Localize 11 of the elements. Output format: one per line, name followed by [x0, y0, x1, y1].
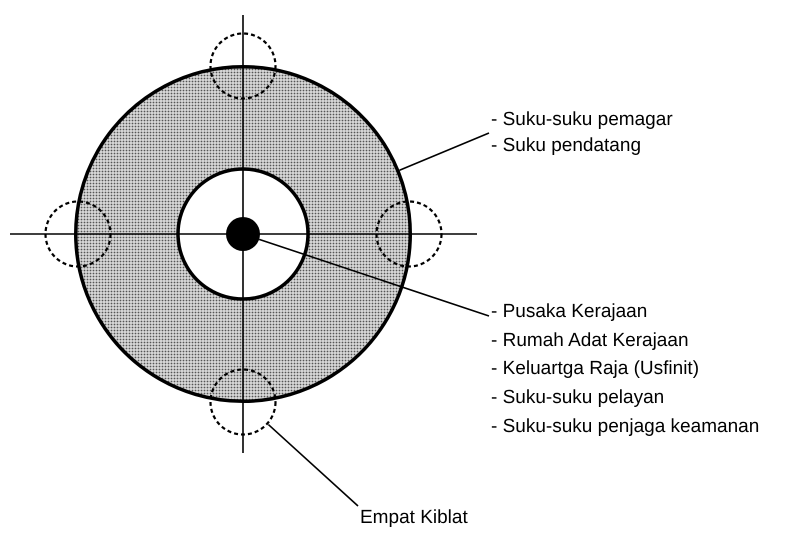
- list-item-text: - Suku-suku pemagar: [491, 108, 673, 132]
- list-item-text: - Keluartga Raja (Usfinit): [491, 357, 700, 382]
- list-item-text: Empat Kiblat: [360, 506, 468, 530]
- list-item-text: - Suku-suku penjaga keamanan: [491, 414, 760, 439]
- list-item-text: - Suku-suku pelayan: [491, 386, 666, 410]
- list-item-text: - Pusaka Kerajaan: [491, 300, 648, 324]
- leader-line: [268, 424, 359, 507]
- list-item-text: - Suku pendatang: [491, 134, 642, 158]
- leader-line: [399, 132, 490, 171]
- list-item-text: - Rumah Adat Kerajaan: [491, 328, 690, 353]
- leader-line: [258, 238, 490, 317]
